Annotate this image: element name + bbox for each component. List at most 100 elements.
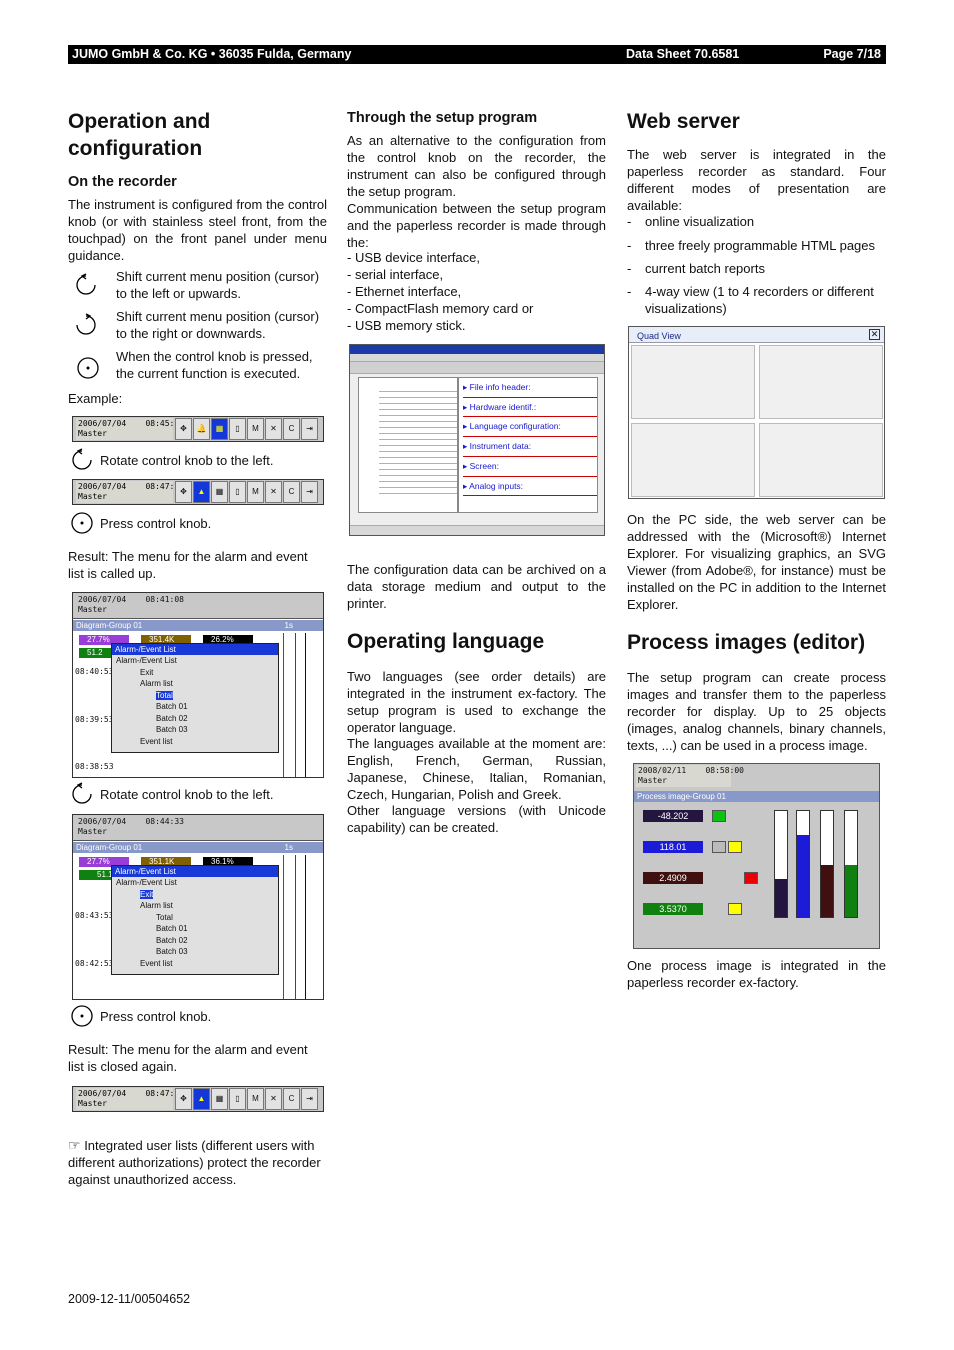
- menu-item-exit[interactable]: Exit: [140, 667, 154, 677]
- menu-item-batch-03[interactable]: Batch 03: [156, 725, 188, 734]
- page-footer: 2009-12-11/00504652: [68, 1292, 191, 1306]
- step-text: Rotate control knob to the left.: [100, 453, 274, 468]
- menu-item-batch-02[interactable]: Batch 02: [156, 935, 188, 945]
- link-hardware[interactable]: ▸ Hardware identif.:: [463, 398, 597, 418]
- menu-item-total[interactable]: Total: [156, 912, 173, 922]
- alarm-icon: 🔔: [193, 418, 210, 440]
- book-icon: ▯: [229, 481, 246, 503]
- language-p2: The languages available at the moment ar…: [347, 736, 606, 802]
- tools-icon: ✕: [265, 481, 282, 503]
- quad-view-title: Quad View: [637, 331, 681, 341]
- channel-icon: C: [283, 481, 300, 503]
- link-file-info[interactable]: ▸ File info header:: [463, 378, 597, 398]
- channel-icon: C: [283, 1088, 300, 1110]
- press-knob-icon: [71, 512, 93, 534]
- mode-icon: M: [247, 418, 264, 440]
- menu-item-exit-selected[interactable]: Exit: [140, 889, 154, 899]
- quad-panel-3: [631, 423, 755, 497]
- knob-right-text: Shift current menu position (cursor) to …: [116, 309, 320, 341]
- nav-icon: ✥: [175, 418, 192, 440]
- nav-icon: ✥: [175, 1088, 192, 1110]
- result-2: Result: The menu for the alarm and event…: [68, 1042, 308, 1074]
- time-label: 08:42:53: [75, 959, 114, 968]
- menu-item-batch-01[interactable]: Batch 01: [156, 702, 188, 711]
- chart-icon: ▦: [211, 1088, 228, 1110]
- tree-view[interactable]: [358, 377, 458, 513]
- menu-item[interactable]: Alarm-/Event List: [116, 656, 177, 665]
- section-title-process: Process images (editor): [627, 631, 866, 654]
- menu-item-alarm-list[interactable]: Alarm list: [140, 901, 173, 910]
- link-screen[interactable]: ▸ Screen:: [463, 457, 597, 477]
- quad-view-screenshot: Quad View ✕: [628, 326, 885, 499]
- alarm-icon: ▲: [193, 1088, 210, 1110]
- chart-icon: ▦: [211, 418, 228, 440]
- menu-item-alarm-list[interactable]: Alarm list: [140, 679, 173, 688]
- knob-press-text: When the control knob is pressed, the cu…: [116, 349, 313, 381]
- rotate-right-icon: [76, 313, 96, 335]
- alarm-event-dialog: Alarm-/Event List Alarm-/Event List Exit…: [111, 643, 279, 753]
- link-analog[interactable]: ▸ Analog inputs:: [463, 477, 597, 497]
- menu-item[interactable]: Alarm-/Event List: [116, 878, 177, 887]
- book-icon: ▯: [229, 1088, 246, 1110]
- knob-left-text: Shift current menu position (cursor) to …: [116, 269, 320, 301]
- dialog-title: Alarm-/Event List: [112, 866, 278, 877]
- step-text: Press control knob.: [100, 516, 212, 531]
- time-label: 08:40:53: [75, 667, 114, 676]
- web-pc-text: On the PC side, the web server can be ad…: [627, 512, 886, 612]
- time-label: 08:43:53: [75, 911, 114, 920]
- link-instrument[interactable]: ▸ Instrument data:: [463, 437, 597, 457]
- list-item: - USB device interface,: [347, 250, 480, 265]
- menu-item-batch-01[interactable]: Batch 01: [156, 924, 188, 933]
- alarm-icon: ▲: [193, 481, 210, 503]
- close-icon[interactable]: ✕: [869, 329, 880, 340]
- process-footer-text: One process image is integrated in the p…: [627, 958, 886, 990]
- quad-view-header: Quad View ✕: [629, 327, 884, 343]
- list-item: - USB memory stick.: [347, 318, 466, 333]
- rotate-left-icon: [72, 782, 92, 804]
- menu-item-batch-02[interactable]: Batch 02: [156, 713, 188, 723]
- exit-icon: ⇥: [301, 1088, 318, 1110]
- window-titlebar: [350, 345, 604, 354]
- example-label: Example:: [68, 391, 123, 406]
- tools-icon: ✕: [265, 418, 282, 440]
- exit-icon: ⇥: [301, 481, 318, 503]
- header-datasheet: Data Sheet 70.6581: [626, 47, 740, 61]
- analog-value: -48.202: [643, 810, 703, 822]
- channel-value: 351.1K: [141, 857, 191, 867]
- list-item: -online visualization: [627, 214, 755, 229]
- rotate-left-icon: [76, 273, 96, 295]
- page-header: JUMO GmbH & Co. KG • 36035 Fulda, German…: [68, 45, 886, 64]
- press-knob-icon: [77, 357, 99, 379]
- menu-item-event-list[interactable]: Event list: [140, 736, 173, 746]
- rotate-left-icon: [72, 448, 92, 470]
- link-language[interactable]: ▸ Language configuration:: [463, 417, 597, 438]
- setup-p2: Communication between the setup program …: [347, 201, 606, 250]
- channel-icon: C: [283, 418, 300, 440]
- process-image-title: Process image-Group 01: [634, 791, 879, 802]
- channel-value: 51.1: [79, 870, 119, 880]
- list-item: -three freely programmable HTML pages: [627, 238, 876, 253]
- language-p1: Two languages (see order details) are in…: [347, 669, 606, 735]
- menu-item-batch-03[interactable]: Batch 03: [156, 947, 188, 956]
- list-item: -current batch reports: [627, 261, 765, 276]
- analog-value: 2.4909: [643, 872, 703, 884]
- analog-value: 118.01: [643, 841, 703, 853]
- interface-list: - USB device interface, - serial interfa…: [347, 249, 533, 334]
- list-item: -4-way view (1 to 4 recorders or differe…: [627, 284, 874, 316]
- menu-item-event-list[interactable]: Event list: [140, 958, 173, 968]
- subheading-setup: Through the setup program: [347, 110, 538, 126]
- time-label: 08:38:53: [75, 762, 114, 771]
- dialog-title: Alarm-/Event List: [112, 644, 278, 655]
- channel-value: 26.2%: [203, 635, 253, 645]
- channel-value: 27.7%: [79, 857, 129, 867]
- menu-item-total-selected[interactable]: Total: [156, 690, 173, 700]
- intro-text: The instrument is configured from the co…: [68, 197, 327, 263]
- menu-bar: [350, 354, 604, 362]
